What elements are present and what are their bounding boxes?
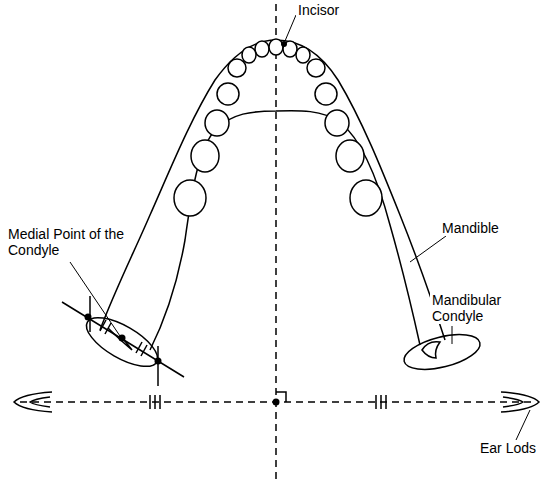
tooth <box>307 59 325 77</box>
tooth <box>205 110 229 136</box>
equal-ticks <box>150 395 386 409</box>
teeth <box>174 39 382 216</box>
midline <box>275 4 277 482</box>
leader-line <box>285 15 296 41</box>
tooth <box>228 59 246 77</box>
landmark-label: Incisor <box>296 2 341 18</box>
construction-tick <box>157 346 159 386</box>
tooth <box>217 83 239 105</box>
landmark-label: Medial Point of the Condyle <box>6 226 128 258</box>
tooth <box>296 47 310 63</box>
tooth <box>336 140 364 172</box>
ear-rod-inner <box>503 397 523 407</box>
tooth <box>242 47 256 63</box>
leader-line <box>70 262 120 336</box>
ear-rod-inner <box>30 397 50 407</box>
condyle-detail <box>108 328 132 350</box>
part-label: Mandibular Condyle <box>430 292 542 324</box>
ear-rod <box>501 392 539 412</box>
left-condyle <box>79 308 164 376</box>
ear-rod <box>14 392 52 412</box>
tooth <box>255 41 269 57</box>
leader-line <box>516 410 530 440</box>
mandible-outline <box>100 40 445 350</box>
tooth <box>174 180 206 216</box>
tooth <box>269 39 283 55</box>
condyle-axis <box>62 302 184 377</box>
part-label: Mandible <box>440 220 501 236</box>
tooth <box>325 110 349 136</box>
landmark-dots <box>85 41 288 406</box>
condyle-detail <box>422 342 440 358</box>
tooth <box>191 140 219 172</box>
leader-line <box>452 326 453 344</box>
leader-line <box>410 236 446 262</box>
tooth <box>350 180 382 216</box>
part-label: Ear Lods <box>478 440 538 456</box>
equal-hash <box>100 320 147 356</box>
tooth <box>315 83 337 105</box>
right-condyle <box>401 328 484 376</box>
